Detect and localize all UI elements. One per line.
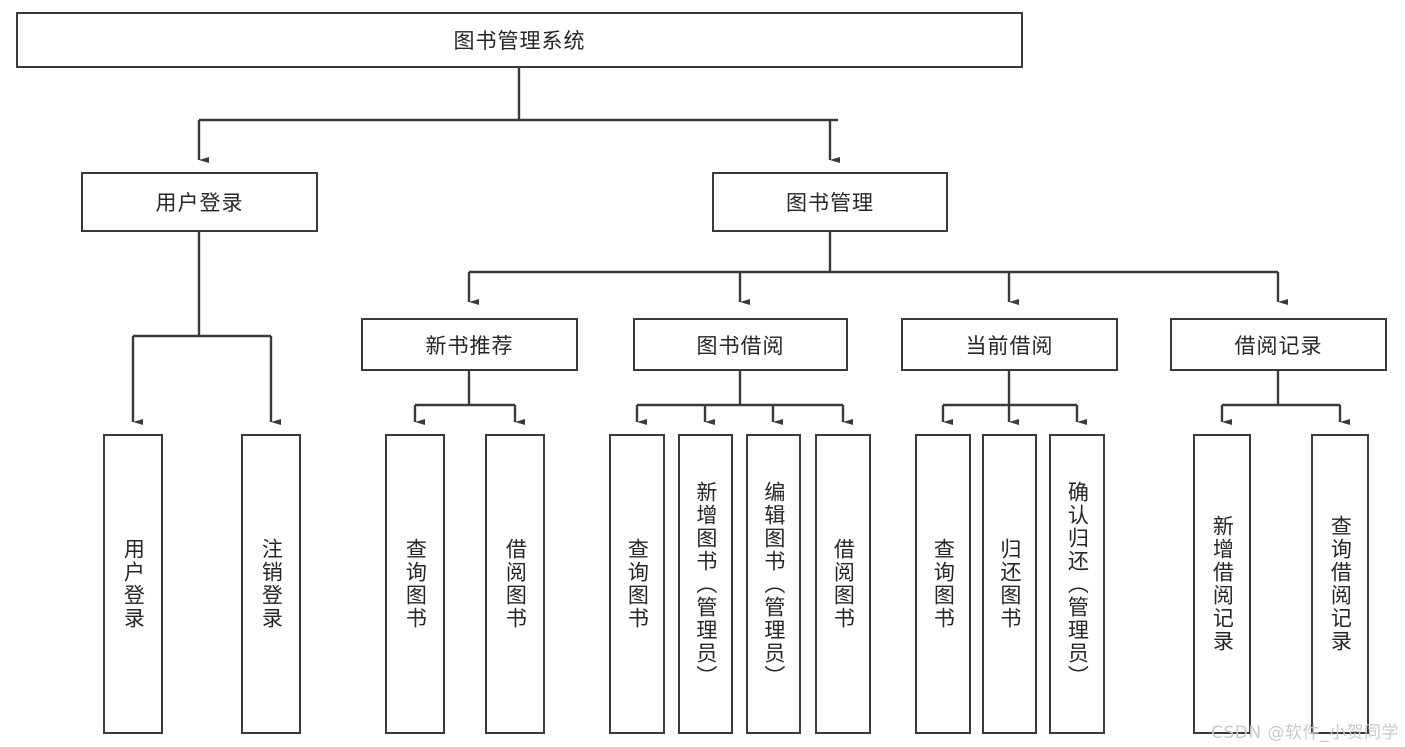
leaf-borrow-book-2[interactable]: 借阅图书 xyxy=(815,434,871,734)
leaf-confirm-return[interactable]: 确认归还（管理员） xyxy=(1049,434,1105,734)
leaf-borrow-book-1[interactable]: 借阅图书 xyxy=(485,434,545,734)
leaf-add-record[interactable]: 新增借阅记录 xyxy=(1193,434,1251,734)
node-new-book-rec-label: 新书推荐 xyxy=(425,333,514,358)
node-current-borrow[interactable]: 当前借阅 xyxy=(901,318,1118,371)
node-book-borrow[interactable]: 图书借阅 xyxy=(633,318,848,371)
node-root[interactable]: 图书管理系统 xyxy=(16,12,1023,68)
leaf-logout[interactable]: 注销登录 xyxy=(241,434,301,734)
node-user-login-label: 用户登录 xyxy=(155,191,244,215)
node-new-book-rec[interactable]: 新书推荐 xyxy=(361,318,578,371)
node-book-manage-label: 图书管理 xyxy=(786,191,874,215)
node-borrow-record[interactable]: 借阅记录 xyxy=(1170,318,1387,371)
leaf-query-book-2[interactable]: 查询图书 xyxy=(609,434,665,734)
leaf-return-book[interactable]: 归还图书 xyxy=(982,434,1037,734)
leaf-edit-book[interactable]: 编辑图书（管理员） xyxy=(746,434,801,734)
watermark: CSDN @软件_小贺同学 xyxy=(1211,723,1399,743)
node-borrow-record-label: 借阅记录 xyxy=(1234,333,1323,358)
node-book-borrow-label: 图书借阅 xyxy=(696,333,785,358)
node-root-label: 图书管理系统 xyxy=(453,29,586,53)
node-current-borrow-label: 当前借阅 xyxy=(965,333,1054,358)
leaf-query-record[interactable]: 查询借阅记录 xyxy=(1311,434,1369,734)
leaf-add-book[interactable]: 新增图书（管理员） xyxy=(678,434,733,734)
node-user-login[interactable]: 用户登录 xyxy=(81,172,318,232)
leaf-query-book-3[interactable]: 查询图书 xyxy=(915,434,971,734)
leaf-query-book-1[interactable]: 查询图书 xyxy=(385,434,445,734)
leaf-user-login[interactable]: 用户登录 xyxy=(103,434,163,734)
node-book-manage[interactable]: 图书管理 xyxy=(712,172,948,232)
